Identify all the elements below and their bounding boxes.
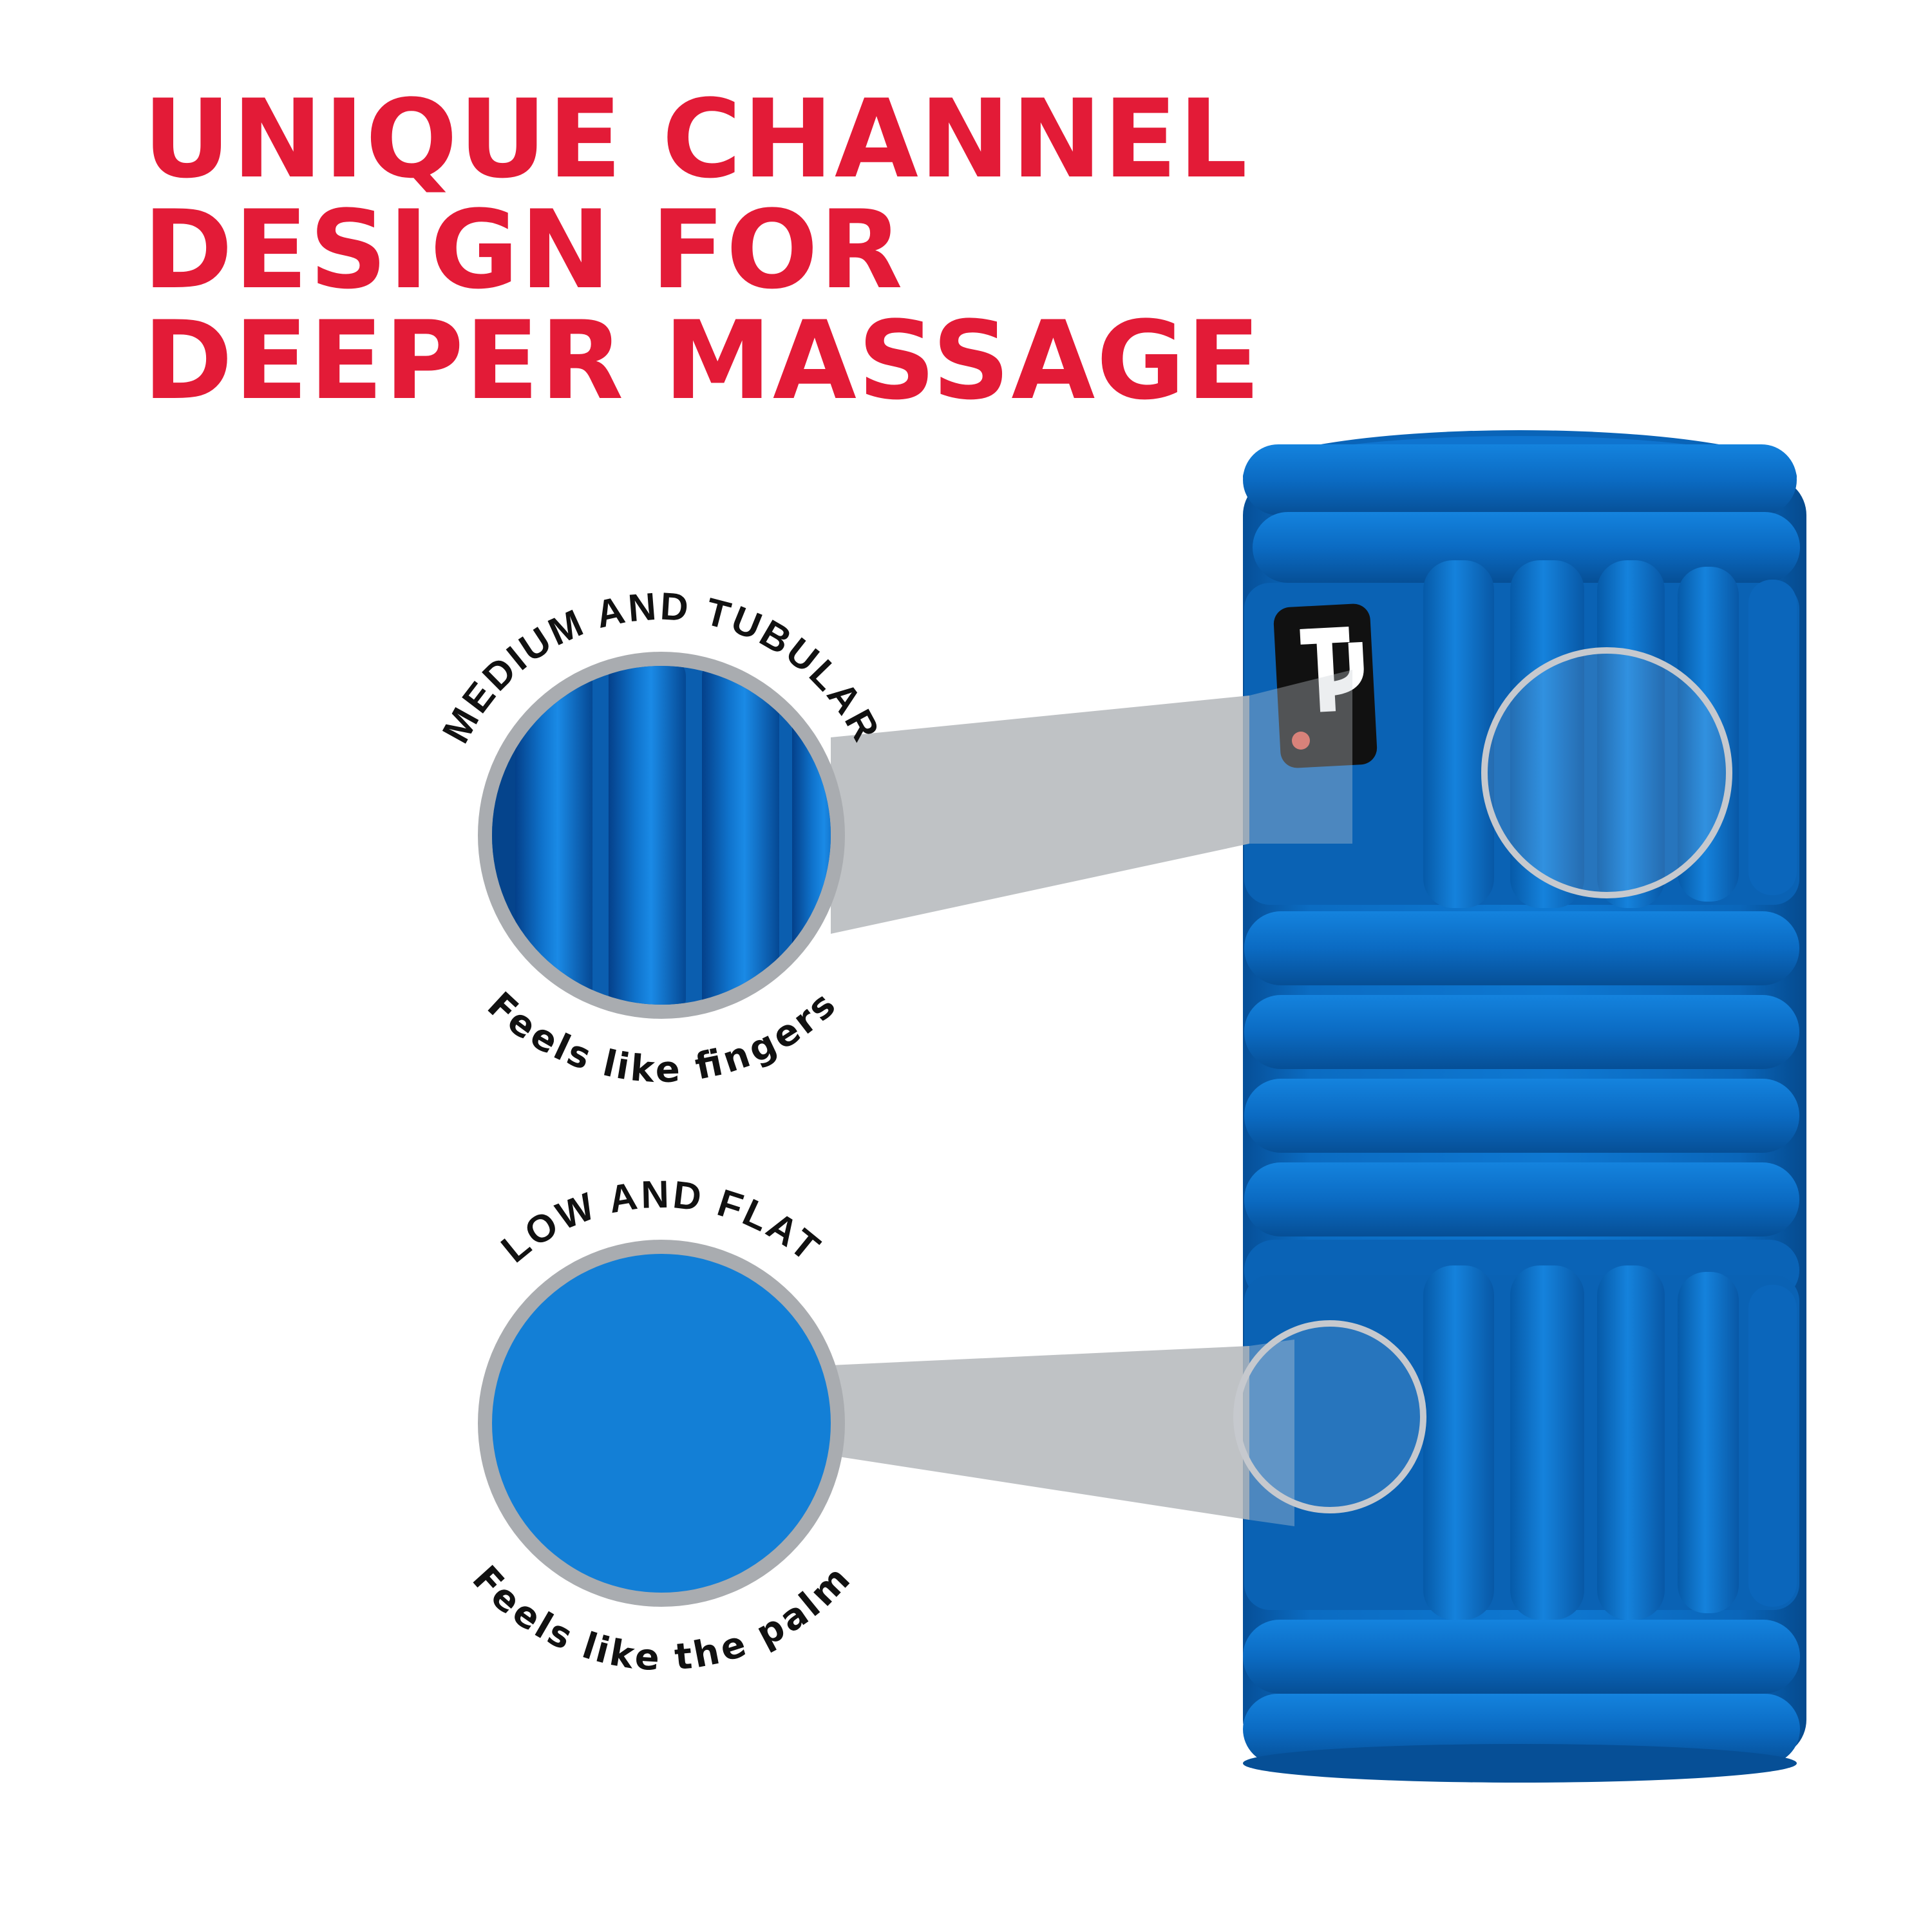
headline: UNIQUE CHANNEL DESIGN FOR DEEPER MASSAGE bbox=[143, 84, 1262, 416]
headline-line-3: DEEPER MASSAGE bbox=[143, 298, 1262, 424]
zoom-target-ring bbox=[1481, 647, 1732, 898]
logo-icon bbox=[1273, 603, 1378, 768]
texture-flat bbox=[492, 1254, 831, 1593]
zoom-target-ring bbox=[1233, 1320, 1426, 1513]
foam-roller bbox=[1243, 430, 1806, 1783]
callout-medium-tubular: MEDIUM AND TUBULAR Feels like fingers bbox=[434, 584, 1732, 1091]
headline-line-2: DESIGN FOR bbox=[143, 187, 904, 313]
zoom-beam bbox=[831, 696, 1249, 934]
lower-channel-panel bbox=[1244, 1265, 1799, 1620]
headline-line-1: UNIQUE CHANNEL bbox=[143, 76, 1249, 202]
zoom-beam bbox=[831, 1346, 1249, 1520]
